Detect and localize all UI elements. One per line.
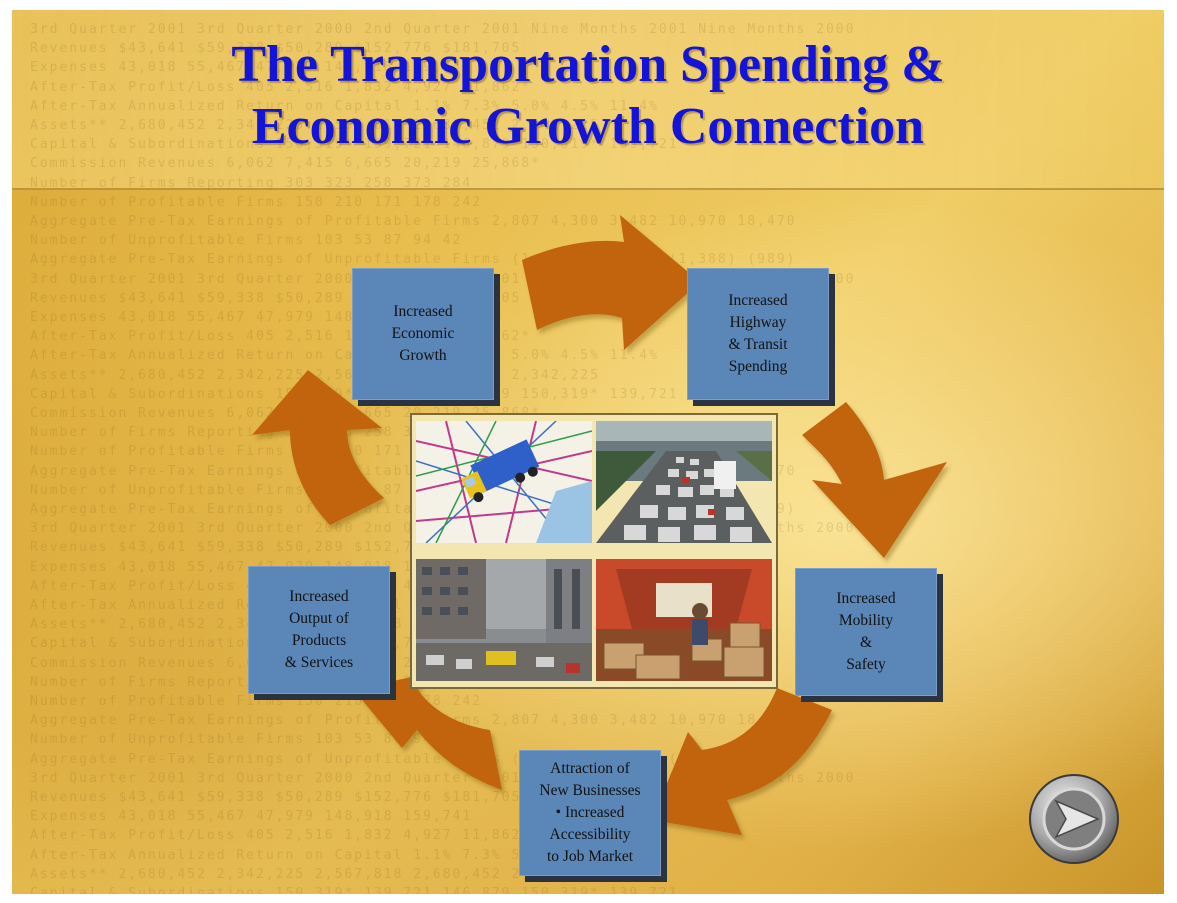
background-text-row: Number of Profitable Firms 150 210 171 1… — [30, 444, 483, 460]
background-text-row: Assets** 2,680,452 2,342,225 2,567,818 2… — [30, 118, 600, 133]
box-economic-growth: Increased Economic Growth — [352, 268, 494, 400]
box-line: Accessibility — [549, 826, 631, 843]
background-text-row: After-Tax Annualized Return on Capital 1… — [30, 98, 659, 114]
box-line: Attraction of — [550, 760, 630, 777]
box-line: New Businesses — [539, 782, 641, 799]
box-highway-transit-spending: Increased Highway & Transit Spending — [687, 268, 829, 400]
background-text-row: Assets** 2,680,452 2,342,225 2,567,818 2… — [30, 866, 600, 882]
arrow-output-to-growth — [252, 370, 384, 525]
arrow-growth-to-spending — [522, 215, 700, 350]
background-text-row: Number of Unprofitable Firms 103 53 87 9… — [30, 732, 463, 748]
highway-traffic-photo — [596, 421, 772, 543]
box-line: Increased — [836, 590, 896, 607]
box-line: & Transit — [728, 336, 788, 353]
background-text-row: Revenues $43,641 $59,338 $50,289 $152,77… — [30, 41, 522, 57]
box-line: Products — [291, 632, 347, 649]
box-line: • Increased — [555, 804, 625, 821]
arrow-businesses-to-output — [354, 675, 502, 790]
box-line: Increased — [393, 303, 453, 320]
slide-title: The Transportation Spending & Economic G… — [12, 34, 1164, 158]
background-text-row: Capital & Subordinations 150,319* 139,72… — [30, 886, 679, 894]
background-text-row: Revenues $43,641 $59,338 $50,289 $152,77… — [30, 540, 522, 556]
box-line: Output of — [289, 610, 349, 627]
background-text-row: Number of Unprofitable Firms 103 53 87 9… — [30, 233, 463, 249]
background-text-row: Number of Firms Reporting 303 323 258 37… — [30, 175, 473, 191]
box-line: & Services — [284, 654, 354, 671]
background-text-row: Number of Profitable Firms 150 210 171 1… — [30, 194, 483, 210]
background-text-row: 3rd Quarter 2001 3rd Quarter 2000 2nd Qu… — [30, 22, 856, 37]
background-text-row: Commission Revenues 6,062 7,415 6,665 20… — [30, 156, 541, 172]
box-output-products-services: Increased Output of Products & Services — [248, 566, 390, 694]
box-line: Increased — [728, 292, 788, 309]
map-truck-photo — [416, 421, 592, 543]
cycle-arrows — [252, 215, 947, 835]
slide: 3rd Quarter 2001 3rd Quarter 2000 2nd Qu… — [12, 10, 1164, 894]
box-line: Spending — [728, 358, 788, 375]
box-new-businesses: Attraction of New Businesses • Increased… — [519, 750, 661, 876]
title-band — [12, 10, 1164, 190]
background-text-row: After-Tax Annualized Return on Capital 1… — [30, 348, 659, 364]
box-line: Mobility — [838, 612, 894, 629]
arrow-spending-to-mobility — [802, 402, 947, 558]
box-line: Growth — [399, 347, 447, 364]
background-text-row: Revenues $43,641 $59,338 $50,289 $152,77… — [30, 790, 522, 805]
box-line: & — [859, 634, 873, 651]
agency-seal-arrow-icon[interactable] — [1028, 773, 1120, 865]
city-construction-photo — [416, 559, 592, 681]
warehouse-boxes-photo — [596, 559, 772, 681]
box-line: Increased — [289, 588, 349, 605]
box-mobility-safety: Increased Mobility & Safety — [795, 568, 937, 696]
background-text-row: Capital & Subordinations 150,319* 139,72… — [30, 137, 679, 153]
box-line: to Job Market — [546, 848, 634, 865]
box-line: Highway — [729, 314, 787, 331]
background-text-row: Expenses 43,018 55,467 47,979 148,918 15… — [30, 809, 473, 825]
box-line: Safety — [846, 656, 886, 673]
background-text-row: Aggregate Pre-Tax Earnings of Profitable… — [30, 214, 797, 229]
background-text-row: After-Tax Profit/Loss 405 2,516 1,832 4,… — [30, 79, 532, 95]
arrow-mobility-to-businesses — [652, 688, 832, 835]
background-text-row: Expenses 43,018 55,467 47,979 148,918 15… — [30, 60, 473, 76]
box-line: Economic — [391, 325, 455, 342]
photo-collage — [410, 413, 778, 689]
background-text-row: After-Tax Annualized Return on Capital 1… — [30, 847, 659, 863]
title-line-1: The Transportation Spending & — [231, 36, 945, 93]
background-text-row: After-Tax Profit/Loss 405 2,516 1,832 4,… — [30, 828, 532, 844]
title-line-2: Economic Growth Connection — [251, 98, 925, 155]
